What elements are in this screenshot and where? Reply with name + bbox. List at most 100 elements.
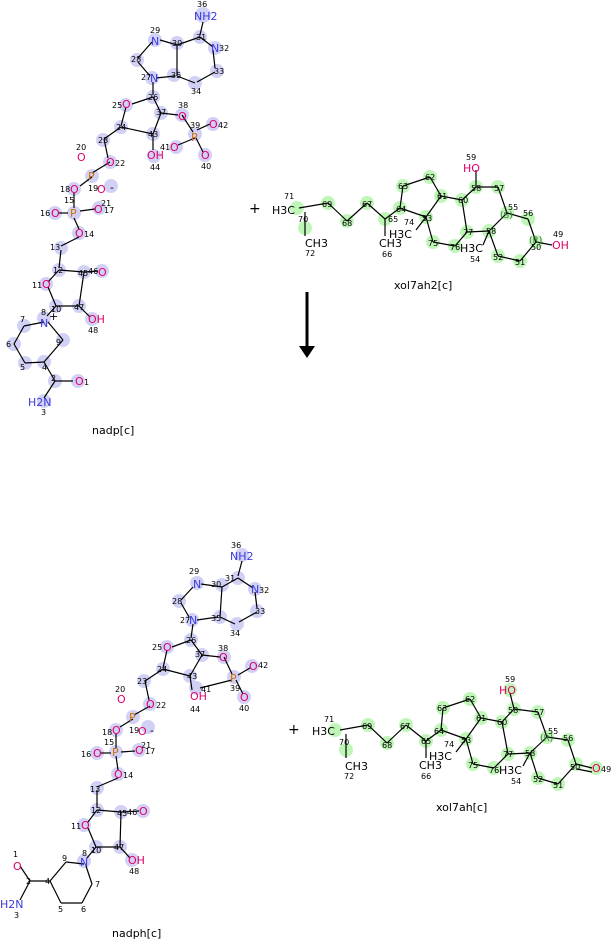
- atom-label: O: [75, 227, 84, 240]
- atom-num: 25: [112, 101, 122, 110]
- atom-num: 59: [466, 153, 476, 162]
- atom-num: 66: [421, 772, 431, 781]
- plus-sign: +: [288, 722, 300, 738]
- atom-num: 51: [515, 258, 525, 267]
- atom-num: 37: [156, 108, 166, 117]
- atom-num: 27: [180, 616, 190, 625]
- product-name-nadph: nadph[c]: [112, 927, 161, 939]
- atom-num: 47: [114, 843, 124, 852]
- atom-num: 34: [191, 87, 201, 96]
- atom-label: P: [88, 170, 95, 183]
- atom-label: O: [240, 691, 249, 704]
- atom-label: HO: [499, 684, 516, 697]
- atom-num: 75: [428, 239, 438, 248]
- atom-num: 51: [553, 781, 563, 790]
- atom-num: 22: [156, 701, 166, 710]
- atom-label: O: [94, 203, 103, 216]
- atom-num: 69: [362, 722, 372, 731]
- atom-num: 60: [458, 196, 468, 205]
- atom-label: O: [81, 819, 90, 832]
- atom-num: 63: [398, 182, 408, 191]
- atom-num: 50: [570, 763, 580, 772]
- atom-num: 49: [601, 765, 611, 774]
- atom-num: 58: [486, 227, 496, 236]
- atom-label: H3C: [460, 242, 483, 255]
- atom-num: 9: [56, 338, 61, 347]
- atom-num: 30: [211, 580, 221, 589]
- atom-num: 30: [172, 39, 182, 48]
- atom-num: 55: [548, 727, 558, 736]
- atom-num: 71: [324, 715, 334, 724]
- reaction-arrow: [299, 292, 315, 358]
- atom-num: 48: [129, 867, 139, 876]
- atom-label: P: [129, 711, 136, 724]
- atom-label: O: [592, 762, 601, 775]
- atom-label: N: [151, 35, 159, 48]
- atom-label: O: [93, 747, 102, 760]
- atom-num: 53: [461, 736, 471, 745]
- atom-label: P: [191, 131, 198, 144]
- atom-num: 63: [437, 704, 447, 713]
- atom-num: 31: [196, 33, 206, 42]
- atom-num: 7: [20, 315, 25, 324]
- nadp-structure: 36 NH2 29 N 30 31 N 32 28 33 N 27 35 34 …: [6, 0, 229, 417]
- atom-label: O: [51, 207, 60, 220]
- atom-label: N: [189, 614, 197, 627]
- atom-num: 38: [218, 644, 228, 653]
- atom-num: 12: [53, 266, 63, 275]
- atom-label: O: [117, 693, 126, 706]
- atom-num: 77: [463, 228, 473, 237]
- atom-num: 17: [145, 747, 155, 756]
- atom-num: 29: [189, 567, 199, 576]
- atom-num: 61: [437, 192, 447, 201]
- atom-num: 69: [322, 200, 332, 209]
- atom-label: CH3: [379, 237, 402, 250]
- atom-num: 74: [404, 218, 414, 227]
- atom-num: 64: [434, 727, 444, 736]
- atom-label: H3C: [499, 764, 522, 777]
- atom-num: 32: [259, 586, 269, 595]
- atom-num: 65: [388, 215, 398, 224]
- atom-num: 24: [157, 665, 167, 674]
- atom-label: N: [193, 578, 201, 591]
- atom-label: O: [209, 118, 218, 131]
- atom-num: 13: [90, 785, 100, 794]
- atom-num: 34: [230, 629, 240, 638]
- atom-num: 66: [382, 250, 392, 259]
- atom-label: OH: [128, 854, 145, 867]
- atom-label: H3C: [429, 750, 452, 763]
- atom-num: 47: [74, 303, 84, 312]
- atom-label: OH: [147, 149, 164, 162]
- atom-num: 16: [40, 209, 50, 218]
- atom-num: 26: [148, 93, 158, 102]
- atom-label: O: [122, 98, 131, 111]
- atom-num: 8: [82, 849, 87, 858]
- nadph-structure: 36 NH2 29 N 30 31 N 32 28 33 N 27 35 34 …: [0, 541, 269, 920]
- atom-num: 5: [20, 363, 25, 372]
- atom-label: O: [249, 660, 258, 673]
- atom-num: 32: [219, 44, 229, 53]
- atom-label: O: [170, 141, 179, 154]
- atom-num: 75: [468, 761, 478, 770]
- atom-num: 74: [444, 740, 454, 749]
- atom-num: 45: [78, 269, 88, 278]
- reactant-name-nadp: nadp[c]: [92, 424, 134, 437]
- atom-label: P: [112, 746, 119, 759]
- atom-label: OH: [190, 690, 207, 703]
- atom-num: 4: [42, 363, 47, 372]
- atom-num: 67: [362, 200, 372, 209]
- atom-label: O: [201, 149, 210, 162]
- atom-num: 57: [494, 184, 504, 193]
- atom-num: 9: [62, 854, 67, 863]
- atom-num: 18: [102, 728, 112, 737]
- atom-num: 36: [231, 541, 241, 550]
- atom-num: 68: [342, 219, 352, 228]
- atom-label: O: [135, 744, 144, 757]
- atom-num: 57: [534, 708, 544, 717]
- atom-label: HO: [463, 162, 480, 175]
- atom-num: 14: [123, 771, 133, 780]
- atom-num: 19: [88, 184, 98, 193]
- atom-num: 23: [137, 677, 147, 686]
- atom-num: 58: [471, 184, 481, 193]
- atom-num: 41: [201, 685, 211, 694]
